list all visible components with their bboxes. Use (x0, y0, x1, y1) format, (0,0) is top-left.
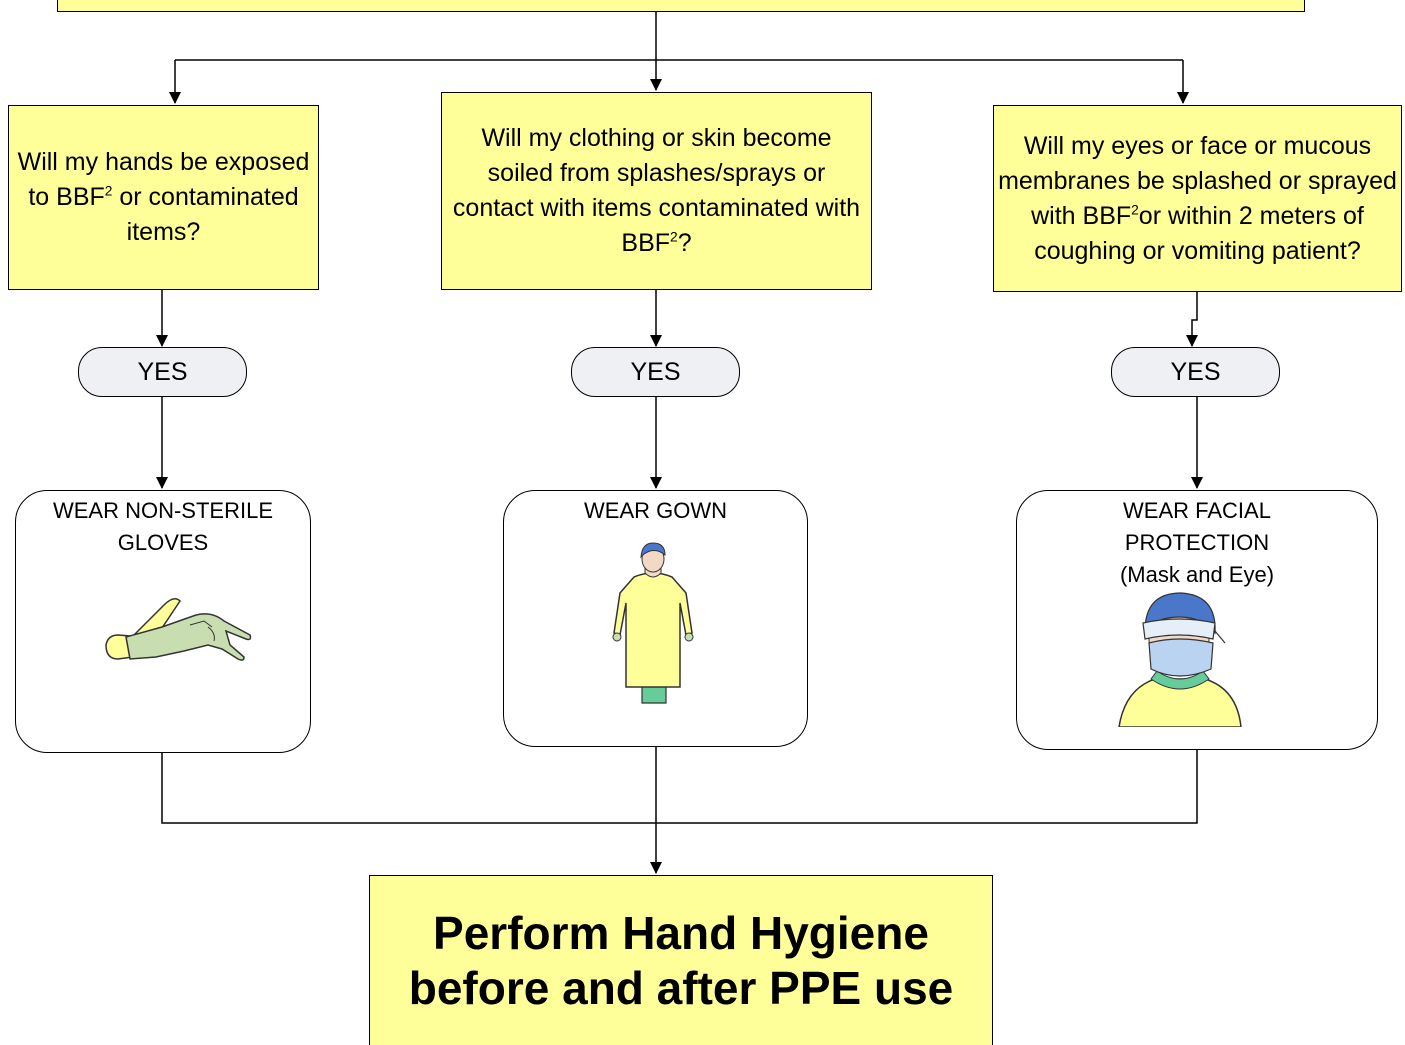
gloves-title: WEAR NON-STERILE GLOVES (52, 498, 274, 555)
hand-hygiene-line1: Perform Hand Hygiene (433, 906, 929, 959)
hands-question-box: Will my hands be exposed to BBF2 or cont… (8, 105, 319, 290)
gown-title: WEAR GOWN (584, 498, 727, 523)
gloves-icon (105, 598, 252, 661)
yes-hands-pill: YES (78, 347, 247, 397)
face-mask-goggles-icon (1118, 592, 1242, 727)
yes-clothing-pill: YES (571, 347, 740, 397)
face-question-box: Will my eyes or face or mucous membranes… (993, 105, 1402, 292)
gown-icon (612, 542, 694, 704)
gloves-box: WEAR NON-STERILE GLOVES (15, 490, 311, 753)
facial-protection-title: WEAR FACIAL PROTECTION (Mask and Eye) (1119, 498, 1275, 587)
clothing-question-box: Will my clothing or skin become soiled f… (441, 92, 872, 290)
yes-face-pill: YES (1111, 347, 1280, 397)
facial-protection-box: WEAR FACIAL PROTECTION (Mask and Eye) (1016, 490, 1378, 750)
top-banner-box (57, 0, 1305, 12)
hand-hygiene-box: Perform Hand Hygiene before and after PP… (369, 875, 993, 1045)
gown-box: WEAR GOWN (503, 490, 808, 747)
clothing-question-text: Will my clothing or skin become soiled f… (452, 124, 861, 257)
hands-question-text: Will my hands be exposed to BBF2 or cont… (17, 148, 310, 246)
face-question-text: Will my eyes or face or mucous membranes… (998, 131, 1397, 265)
hand-hygiene-line2: before and after PPE use (408, 961, 954, 1014)
